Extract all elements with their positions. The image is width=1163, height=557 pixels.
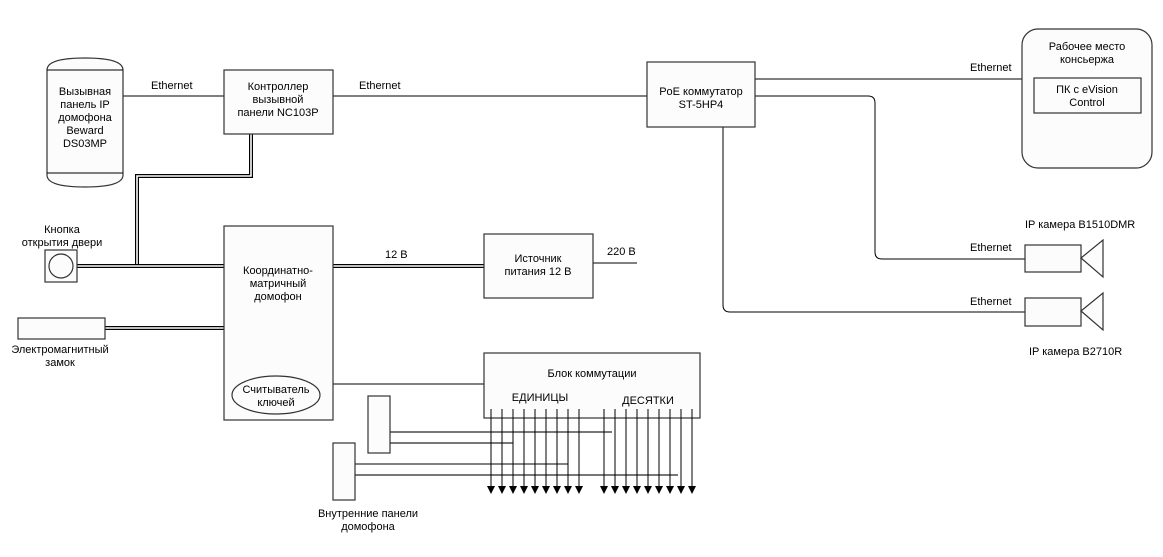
units-output-arrowhead bbox=[553, 486, 561, 494]
call-panel-line: Beward bbox=[66, 125, 103, 137]
key-reader-line: Считыватель bbox=[242, 384, 309, 396]
switching-block: Блок коммутации ЕДИНИЦЫ ДЕСЯТКИ bbox=[483, 352, 701, 419]
key-reader-line: ключей bbox=[257, 397, 294, 409]
units-output-arrowhead bbox=[564, 486, 572, 494]
intercom-line: матричный bbox=[250, 278, 307, 290]
units-output-arrowhead bbox=[487, 486, 495, 494]
ip-camera-2 bbox=[1024, 291, 1104, 332]
key-reader: Считыватель ключей bbox=[231, 375, 321, 415]
call-panel-line: панель IP bbox=[60, 99, 110, 111]
tens-output-arrowhead bbox=[677, 486, 685, 494]
call-panel-line: Вызывная bbox=[59, 86, 111, 98]
controller-line: Контроллер bbox=[248, 81, 309, 93]
call-panel-controller: Контроллер вызывной панели NC103P bbox=[223, 69, 334, 135]
tens-output-arrowhead bbox=[688, 486, 696, 494]
poe-switch-line: ST-5HP4 bbox=[679, 99, 724, 111]
tens-output-arrowhead bbox=[666, 486, 674, 494]
inner-panel-1 bbox=[367, 395, 391, 454]
tens-output-arrowhead bbox=[600, 486, 608, 494]
ethernet-label: Ethernet bbox=[970, 296, 1012, 308]
tens-output-arrowhead bbox=[633, 486, 641, 494]
door-button-label: открытия двери bbox=[22, 237, 102, 249]
camera2-label: IP камера B2710R bbox=[1029, 346, 1122, 358]
power-12v-label: 12 В bbox=[385, 249, 408, 261]
poe-switch-line: PoE коммутатор bbox=[659, 86, 743, 98]
ethernet-link-switch-camera2 bbox=[722, 127, 1025, 313]
tens-output-arrowhead bbox=[611, 486, 619, 494]
switch-block-title: Блок коммутации bbox=[547, 368, 636, 380]
coordinate-matrix-intercom: Координатно- матричный домофон Считывате… bbox=[223, 225, 334, 421]
poe-switch: PoE коммутатор ST-5HP4 bbox=[646, 61, 756, 128]
ethernet-label: Ethernet bbox=[970, 242, 1012, 254]
electromagnetic-lock bbox=[17, 317, 106, 340]
power-supply-line: Источник bbox=[515, 253, 562, 265]
units-output-arrowhead bbox=[520, 486, 528, 494]
wire-controller-to-button-inner bbox=[136, 134, 252, 266]
door-open-button bbox=[44, 249, 78, 283]
pc-evision-control: ПК с eVision Control bbox=[1033, 77, 1142, 114]
pc-line: Control bbox=[1069, 97, 1104, 109]
em-lock-label: Электромагнитный bbox=[11, 344, 108, 356]
tens-output-arrows bbox=[600, 409, 696, 494]
call-panel-line: DS03MP bbox=[63, 138, 107, 150]
power-supply-12v: Источник питания 12 В bbox=[483, 233, 594, 299]
controller-line: панели NC103P bbox=[237, 107, 318, 119]
door-button-label: Кнопка bbox=[44, 224, 81, 236]
units-output-arrowhead bbox=[542, 486, 550, 494]
tens-output-arrowhead bbox=[644, 486, 652, 494]
camera1-label: IP камера B1510DMR bbox=[1025, 219, 1135, 231]
tens-output-arrowhead bbox=[655, 486, 663, 494]
ethernet-link-switch-camera1 bbox=[755, 95, 1025, 260]
inner-panels-label: домофона bbox=[341, 521, 395, 533]
units-label: ЕДИНИЦЫ bbox=[512, 392, 568, 404]
controller-line: вызывной bbox=[253, 94, 304, 106]
intercom-line: Координатно- bbox=[243, 265, 313, 277]
em-lock-label: замок bbox=[45, 357, 75, 369]
ethernet-label: Ethernet bbox=[359, 80, 401, 92]
inner-panel-2 bbox=[332, 442, 356, 501]
tens-label: ДЕСЯТКИ bbox=[622, 395, 674, 407]
power-220v-label: 220 В bbox=[607, 246, 636, 258]
inner-panels-label: Внутренние панели bbox=[318, 508, 418, 520]
call-panel: Вызывная панель IP домофона Beward DS03M… bbox=[46, 57, 124, 188]
units-output-arrowhead bbox=[531, 486, 539, 494]
units-output-arrowhead bbox=[509, 486, 517, 494]
ip-camera-1 bbox=[1024, 238, 1104, 279]
concierge-line: консьержа bbox=[1060, 54, 1115, 66]
pc-line: ПК с eVision bbox=[1056, 84, 1118, 96]
tens-output-arrowhead bbox=[622, 486, 630, 494]
units-output-arrows bbox=[487, 409, 583, 494]
call-panel-line: домофона bbox=[58, 112, 112, 124]
concierge-line: Рабочее место bbox=[1049, 41, 1126, 53]
power-supply-line: питания 12 В bbox=[505, 266, 572, 278]
units-output-arrowhead bbox=[498, 486, 506, 494]
ethernet-label: Ethernet bbox=[151, 80, 193, 92]
concierge-workstation: Рабочее место консьержа ПК с eVision Con… bbox=[1021, 28, 1153, 169]
ethernet-label: Ethernet bbox=[970, 62, 1012, 74]
intercom-line: домофон bbox=[254, 291, 301, 303]
units-output-arrowhead bbox=[575, 486, 583, 494]
